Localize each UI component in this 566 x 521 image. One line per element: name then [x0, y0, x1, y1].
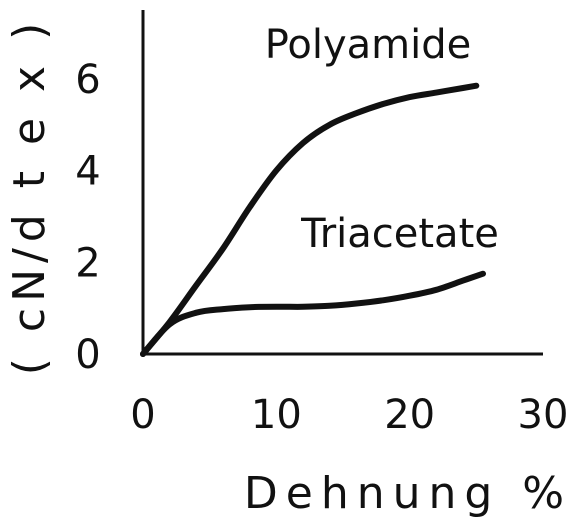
series-label-polyamide: Polyamide	[265, 22, 472, 68]
x-tick-label: 30	[518, 392, 566, 438]
x-tick-label: 10	[251, 392, 302, 438]
x-tick-label: 0	[130, 392, 155, 438]
series-line-triacetate	[140, 270, 486, 357]
x-tick-label: 20	[384, 392, 435, 438]
series-label-triacetate: Triacetate	[300, 211, 499, 257]
y-tick-label: 2	[75, 240, 100, 286]
y-tick-label: 4	[75, 149, 100, 195]
x-axis-label: Dehnung %	[244, 468, 566, 519]
x-tick-labels: 0 10 20 30	[130, 392, 566, 438]
y-tick-label: 0	[75, 332, 100, 378]
series-line-polyamide	[140, 82, 480, 357]
y-tick-labels: 0 2 4 6	[75, 57, 100, 378]
y-axis-label: ( cN/d t e x )	[4, 17, 55, 375]
series-group	[140, 82, 486, 357]
y-tick-label: 6	[75, 57, 100, 103]
axes	[141, 10, 543, 356]
